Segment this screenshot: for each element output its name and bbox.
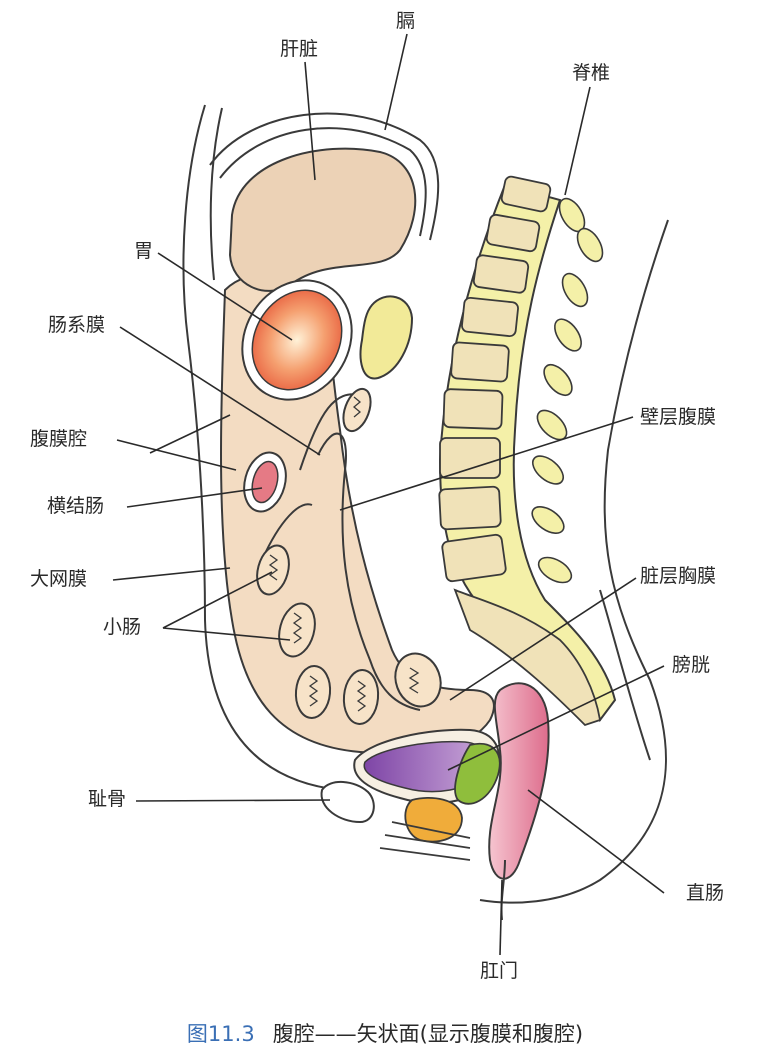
spine-shape <box>438 175 617 727</box>
leader-liver <box>304 61 316 181</box>
leader-parietal <box>339 416 634 511</box>
leader-visceral-pleura <box>449 577 637 701</box>
label-peritoneal-cavity: 腹膜腔 <box>30 428 88 450</box>
prostate-shape <box>404 797 463 843</box>
label-bladder: 膀胱 <box>672 654 711 676</box>
leader-diaphragm <box>384 33 408 131</box>
label-liver: 肝脏 <box>280 38 319 60</box>
rectum-shape <box>488 682 550 880</box>
liver-shape <box>228 147 417 292</box>
body-outline <box>182 104 669 904</box>
transverse-colon-lumen <box>251 460 279 504</box>
caption-number: 图11.3 <box>186 1022 255 1046</box>
leader-pubis <box>135 799 331 802</box>
leader-mesentery <box>119 326 321 456</box>
label-mesentery: 肠系膜 <box>48 314 106 336</box>
leader-anus <box>499 879 503 956</box>
pelvic-floor-lines <box>379 821 471 861</box>
leader-stomach <box>157 252 293 341</box>
leader-transverse-colon <box>126 487 263 508</box>
label-small-intestine: 小肠 <box>103 616 142 638</box>
label-anus: 肛门 <box>480 960 519 982</box>
leader-lines <box>112 33 665 956</box>
small-intestine-folds <box>268 396 420 712</box>
leader-peritoneal-cavity-1 <box>116 439 237 471</box>
label-rectum: 直肠 <box>686 882 725 904</box>
label-greater-omentum: 大网膜 <box>30 568 88 590</box>
pancreas-shape <box>359 295 414 380</box>
label-diaphragm: 膈 <box>396 10 416 32</box>
figure-caption: 图11.3 腹腔——矢状面(显示腹膜和腹腔) <box>0 1018 770 1048</box>
label-transverse-colon: 横结肠 <box>47 495 105 517</box>
diaphragm-shape <box>209 112 440 241</box>
leader-small-intestine-2 <box>162 627 291 641</box>
label-parietal-peritoneum: 壁层腹膜 <box>640 406 717 428</box>
pubis-shape <box>320 781 375 824</box>
leader-bladder <box>447 665 665 771</box>
caption-text: 腹腔——矢状面(显示腹膜和腹腔) <box>272 1022 584 1046</box>
leader-greater-omentum <box>112 567 231 581</box>
label-spine: 脊椎 <box>572 62 611 84</box>
leader-spine <box>564 86 591 196</box>
leader-rectum <box>527 789 665 894</box>
leader-small-intestine-1 <box>162 571 273 629</box>
leader-peritoneal-cavity-2 <box>149 414 231 454</box>
label-pubis: 耻骨 <box>88 788 127 810</box>
label-visceral-pleura: 脏层胸膜 <box>640 565 717 587</box>
label-stomach: 胃 <box>134 240 154 262</box>
